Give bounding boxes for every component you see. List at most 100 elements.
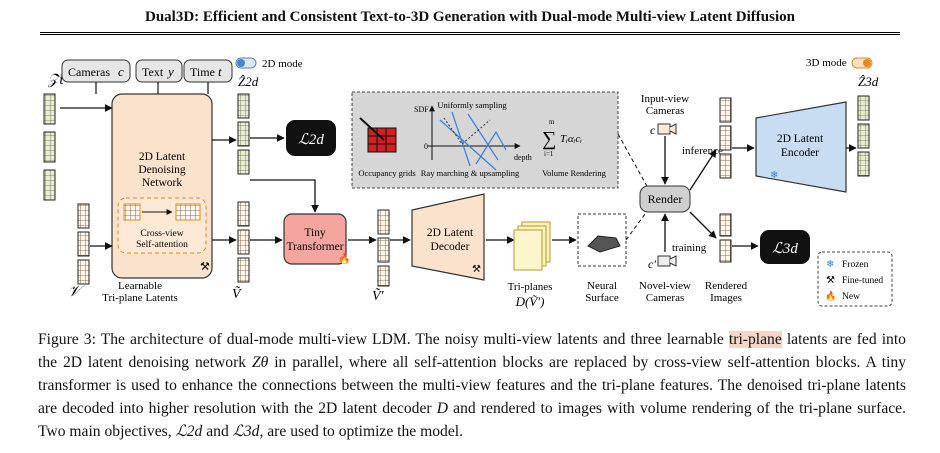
rendered-line-2: Images — [710, 292, 742, 304]
encoded-latents-stack — [857, 95, 870, 177]
loss-2d-label: ℒ2d — [298, 132, 324, 148]
z-t-label: 𝒵t — [47, 72, 64, 88]
denoising-line-1: 2D Latent — [139, 151, 186, 163]
loss-3d-label: ℒ3d — [772, 241, 798, 257]
caption-part-4: and rendered to images with volume rende… — [38, 400, 907, 440]
novel-view-line-1: Novel-view — [639, 280, 691, 292]
learnable-line-1: Learnable — [118, 280, 162, 292]
training-label: training — [672, 242, 707, 254]
legend-frozen-icon: ❄ — [826, 259, 834, 270]
learnable-line-2: Tri-plane Latents — [102, 292, 178, 304]
sum-bottom-label: i=1 — [544, 150, 554, 158]
triplanes-label: Tri-planes — [508, 281, 553, 293]
training-rendered-stack — [719, 213, 732, 263]
volume-rendering-label: Volume Rendering — [542, 168, 607, 178]
caption-part-5: and — [202, 423, 233, 440]
caption-d: D — [436, 400, 449, 417]
legend-new-label: New — [842, 292, 860, 302]
input-view-line-1: Input-view — [641, 93, 689, 105]
sdf-label: SDF — [414, 105, 429, 114]
legend-new-icon: 🔥 — [825, 290, 836, 301]
refined-latents-stack — [377, 209, 390, 287]
sum-expr: Tᵢαᵢcᵢ — [560, 133, 582, 145]
noisy-latents-stack — [43, 93, 56, 201]
neural-surface-line-1: Neural — [587, 280, 617, 292]
caption-l2d: ℒ2d — [175, 423, 203, 440]
encoder-line-2: Encoder — [781, 147, 819, 159]
decoder-box — [411, 193, 485, 281]
depth-label: depth — [514, 153, 532, 162]
loss-2d-box — [286, 120, 336, 156]
denoising-line-3: Network — [142, 177, 182, 189]
cross-view-line-1: Cross-view — [140, 229, 183, 239]
c-prime-label: c′ — [648, 257, 656, 271]
tiny-line-1: Tiny — [304, 227, 326, 239]
legend-finetuned-icon: ⚒ — [826, 275, 835, 286]
caption-part-3: in parallel, where all self-attention bl… — [38, 354, 907, 417]
legend-box — [817, 251, 893, 307]
mode-2d-label: 2D mode — [262, 58, 303, 70]
tiny-line-2: Transformer — [286, 241, 343, 253]
decoder-hammer-icon: ⚒ — [472, 264, 481, 275]
architecture-figure: 𝒵t Cameras c Text y Time t 2D Latent Den… — [43, 57, 893, 309]
neural-surface-line-2: Surface — [585, 292, 619, 304]
triplanes-graphic — [513, 221, 551, 271]
denoised-latents-stack — [237, 93, 250, 283]
sum-top-label: m — [549, 118, 555, 126]
mode-3d-label: 3D mode — [806, 57, 847, 69]
paper-title: Dual3D: Efficient and Consistent Text-to… — [145, 9, 795, 25]
time-sym: t — [218, 64, 222, 79]
decoder-line-1: 2D Latent — [427, 227, 474, 239]
input-view-line-2: Cameras — [646, 105, 684, 117]
title-rule-top — [40, 32, 900, 33]
input-camera-icon — [657, 123, 671, 135]
ray-marching-label: Ray marching & upsampling — [421, 168, 520, 178]
encoder-box — [755, 101, 847, 193]
condition-boxes: Cameras c Text y Time t — [61, 59, 233, 83]
caption-part-2: latents are fed into the 2D latent denoi… — [38, 331, 906, 371]
z-hat-2d-label: Ẑ2d — [238, 74, 259, 89]
render-box — [639, 185, 691, 213]
caption-highlight: tri-plane — [728, 331, 782, 348]
cross-view-line-2: Self-attention — [136, 239, 188, 250]
novel-view-line-2: Cameras — [646, 292, 684, 304]
v-tilde-prime-label: Ṽ′ — [372, 287, 385, 304]
caption-part-1: Figure 3: The architecture of dual-mode … — [38, 331, 729, 348]
figure-caption: Figure 3: The architecture of dual-mode … — [38, 328, 906, 443]
encoder-frozen-icon: ❄ — [770, 170, 778, 181]
sum-symbol: ∑ — [542, 128, 556, 150]
tiny-transformer-box — [283, 213, 347, 265]
legend-finetuned-label: Fine-tuned — [842, 276, 883, 286]
render-label: Render — [648, 192, 683, 206]
cameras-sym: c — [118, 64, 124, 79]
inference-label: inference — [682, 145, 723, 157]
finetune-hammer-icon: ⚒ — [200, 261, 210, 273]
text-sym: y — [166, 64, 174, 79]
v-label: 𝒱 — [68, 284, 85, 300]
loss-3d-box — [760, 230, 810, 264]
denoising-line-2: Denoising — [138, 164, 186, 176]
learnable-latents-stack — [77, 203, 90, 285]
inference-rendered-stack — [719, 97, 732, 179]
legend-frozen-label: Frozen — [842, 260, 869, 270]
zero-label: 0 — [424, 142, 428, 151]
caption-l3d: ℒ3d — [232, 423, 260, 440]
caption-part-6: , are used to optimize the model. — [259, 423, 463, 440]
cameras-label: Cameras — [68, 65, 110, 79]
v-tilde-label: Ṽ — [232, 285, 242, 302]
novel-camera-icon — [657, 255, 671, 267]
new-fire-icon: 🔥 — [338, 252, 350, 265]
uniform-sampling-label: Uniformly sampling — [437, 100, 507, 110]
z-hat-3d-label: Ẑ3d — [858, 74, 879, 89]
d-v-label: D(Ṽ′) — [515, 294, 545, 309]
text-label: Text — [142, 65, 164, 79]
occupancy-label: Occupancy grids — [358, 168, 415, 178]
surface-mesh-icon — [587, 235, 621, 253]
time-label: Time — [190, 65, 215, 79]
title-rule-bottom — [40, 34, 900, 35]
occupancy-grid-icon — [359, 117, 397, 153]
rendered-line-1: Rendered — [705, 280, 748, 292]
decoder-line-2: Decoder — [431, 241, 470, 253]
encoder-line-1: 2D Latent — [777, 133, 824, 145]
c-label: c — [650, 123, 656, 137]
